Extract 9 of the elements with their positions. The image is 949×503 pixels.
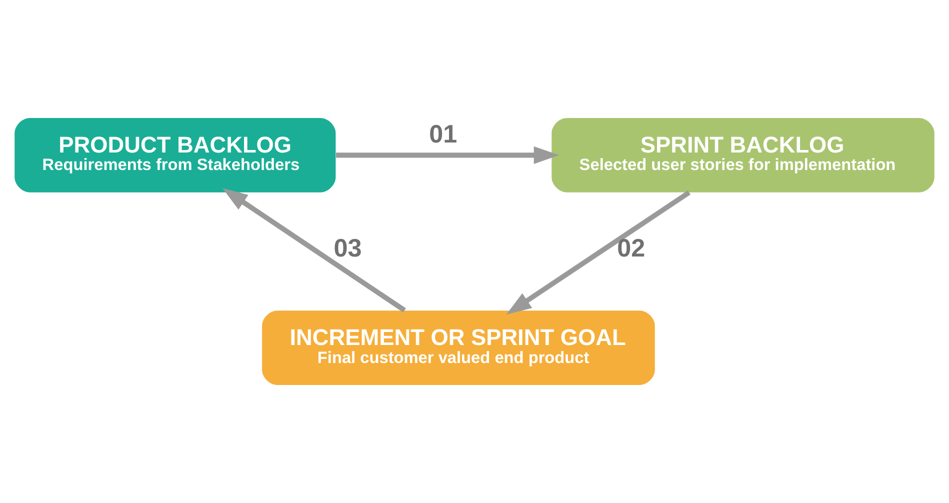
- node-box: SPRINT BACKLOG Selected user stories for implementation: [552, 118, 934, 192]
- arrow: [222, 188, 406, 312]
- node-box: PRODUCT BACKLOG Requirements from Stakeholders: [14, 118, 336, 192]
- edge-label: 02: [617, 234, 646, 263]
- edge-label: 01: [429, 120, 458, 149]
- edge-label: 03: [334, 234, 362, 263]
- arrow: [336, 146, 560, 164]
- node-box: INCREMENT OR SPRINT GOAL Final customer valued end product: [262, 310, 655, 385]
- arrow: [506, 190, 691, 315]
